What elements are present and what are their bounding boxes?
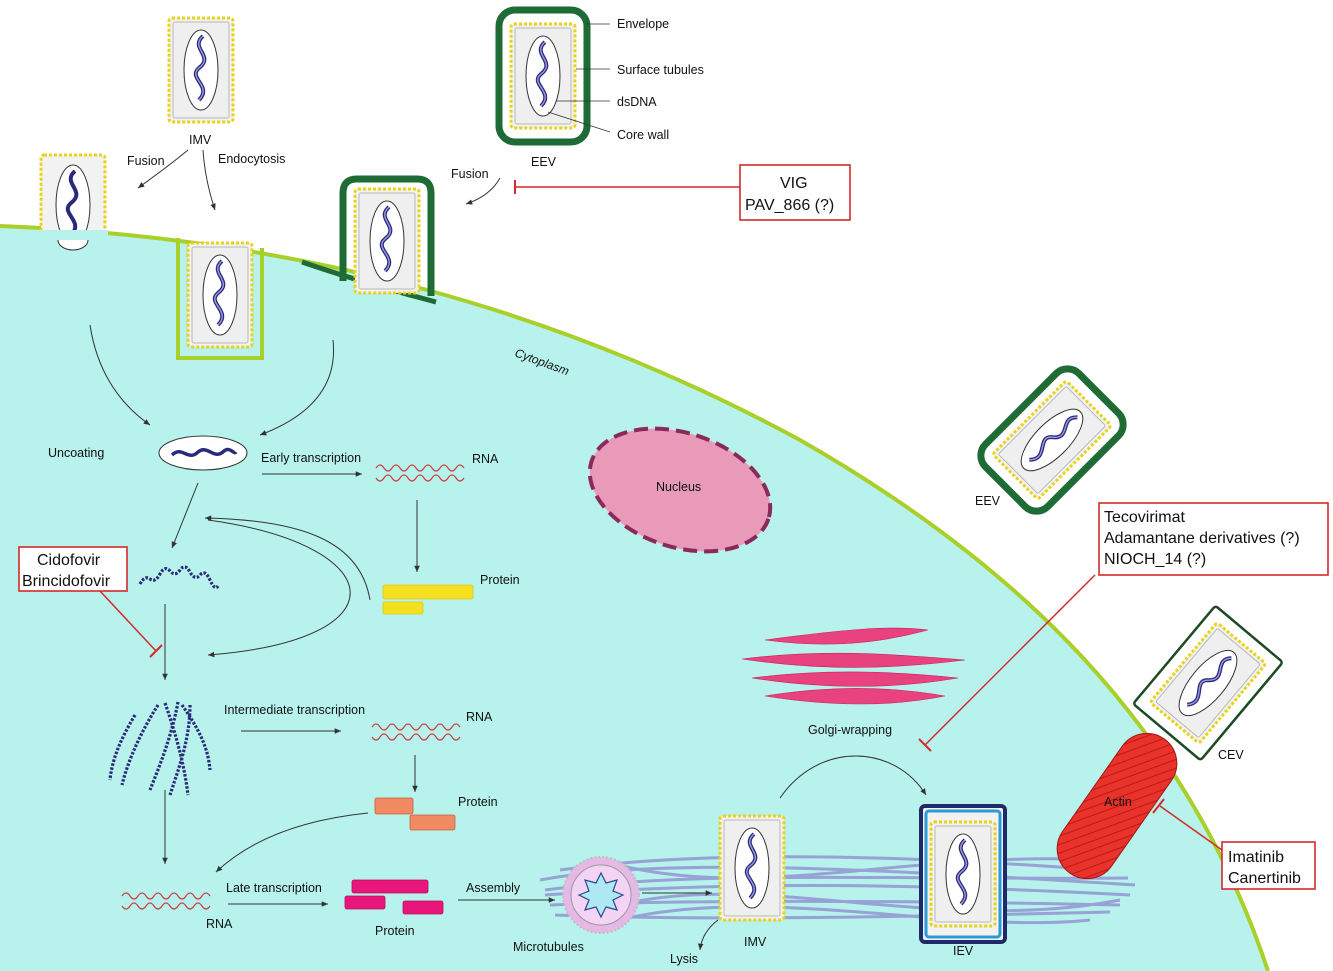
imv-virion-top xyxy=(167,16,235,124)
inhibition-imatinib xyxy=(1152,798,1223,851)
drug-box-tecovirimat xyxy=(1098,502,1329,576)
label-actin: Actin xyxy=(1104,795,1132,809)
drug-vig-1: VIG xyxy=(780,175,808,192)
inhibition-vig xyxy=(514,180,740,194)
label-rna-intermediate: RNA xyxy=(466,710,493,724)
label-imv-top: IMV xyxy=(189,133,212,147)
drug-cidofovir-2: Brincidofovir xyxy=(22,573,111,590)
arrow-core-to-replication xyxy=(171,482,199,549)
cytoplasm-region xyxy=(0,226,1268,971)
label-eev-top: EEV xyxy=(531,155,557,169)
arrow-imv-to-iev xyxy=(779,755,927,799)
label-rna-early: RNA xyxy=(472,452,499,466)
label-fusion-right: Fusion xyxy=(451,167,489,181)
label-late-transcription: Late transcription xyxy=(226,881,322,895)
label-golgi-wrapping: Golgi-wrapping xyxy=(808,723,892,737)
dna-replicated-genomes xyxy=(108,701,212,796)
arrow-fusion-to-core xyxy=(89,324,151,426)
label-iev: IEV xyxy=(953,944,974,958)
eev-structure-callouts xyxy=(547,23,611,133)
eev-virion-fusing xyxy=(339,175,435,296)
label-rna-late: RNA xyxy=(206,917,233,931)
protein-early xyxy=(382,584,474,615)
viral-core xyxy=(158,435,248,471)
rna-intermediate xyxy=(371,723,461,741)
label-nucleus: Nucleus xyxy=(656,480,701,494)
drug-vig-2: PAV_866 (?) xyxy=(745,197,834,214)
label-endocytosis: Endocytosis xyxy=(218,152,285,166)
label-protein-late: Protein xyxy=(375,924,415,938)
drug-cidofovir-1: Cidofovir xyxy=(37,552,101,569)
golgi-apparatus xyxy=(741,627,966,705)
label-surface-tubules: Surface tubules xyxy=(617,63,704,77)
rna-late xyxy=(121,892,211,910)
drug-box-cidofovir xyxy=(18,546,128,592)
inhibition-cidofovir xyxy=(99,590,163,658)
label-fusion-left: Fusion xyxy=(127,154,165,168)
cev-virion xyxy=(1133,605,1283,761)
drug-imatinib-2: Canertinib xyxy=(1228,870,1301,887)
arrow-feedback-start xyxy=(204,515,371,601)
label-protein-early: Protein xyxy=(480,573,520,587)
drug-box-vig xyxy=(739,164,851,221)
label-imv-bottom: IMV xyxy=(744,935,767,949)
endocytic-pit xyxy=(176,238,264,360)
label-early-transcription: Early transcription xyxy=(261,451,361,465)
eev-virion-top xyxy=(499,10,587,142)
label-cev: CEV xyxy=(1218,748,1244,762)
arrow-protein-feedback xyxy=(207,519,351,658)
arrow-endosome-to-core xyxy=(259,339,335,436)
inhibition-tecovirimat xyxy=(918,574,1096,752)
drug-tecovirimat-2: Adamantane derivatives (?) xyxy=(1104,530,1300,547)
immature-virion xyxy=(562,856,640,934)
dna-replicating xyxy=(138,565,220,590)
label-eev-right: EEV xyxy=(975,494,1001,508)
label-envelope: Envelope xyxy=(617,17,669,31)
arrow-endocytosis xyxy=(202,149,216,211)
label-protein-intermediate: Protein xyxy=(458,795,498,809)
label-intermediate-transcription: Intermediate transcription xyxy=(224,703,365,717)
arrow-protein-to-late xyxy=(215,812,369,873)
label-uncoating: Uncoating xyxy=(48,446,104,460)
arrow-fusion-right xyxy=(465,177,501,205)
label-dsdna: dsDNA xyxy=(617,95,657,109)
drug-tecovirimat-3: NIOCH_14 (?) xyxy=(1104,551,1206,568)
label-microtubules: Microtubules xyxy=(513,940,584,954)
drug-box-imatinib xyxy=(1221,841,1316,890)
label-lysis: Lysis xyxy=(670,952,698,966)
protein-late xyxy=(344,879,444,915)
imv-virion-bottom xyxy=(718,814,786,922)
arrow-fusion-left xyxy=(137,149,189,189)
label-assembly: Assembly xyxy=(466,881,521,895)
drug-imatinib-1: Imatinib xyxy=(1228,849,1284,866)
label-core-wall: Core wall xyxy=(617,128,669,142)
drug-tecovirimat-1: Tecovirimat xyxy=(1104,509,1185,526)
nucleus xyxy=(587,426,773,554)
protein-intermediate xyxy=(374,797,456,831)
actin-tail xyxy=(1056,732,1178,880)
rna-early xyxy=(375,464,465,482)
iev-virion xyxy=(919,804,1007,944)
imv-virion-endocytosed xyxy=(186,241,254,349)
arrow-lysis xyxy=(697,919,719,951)
